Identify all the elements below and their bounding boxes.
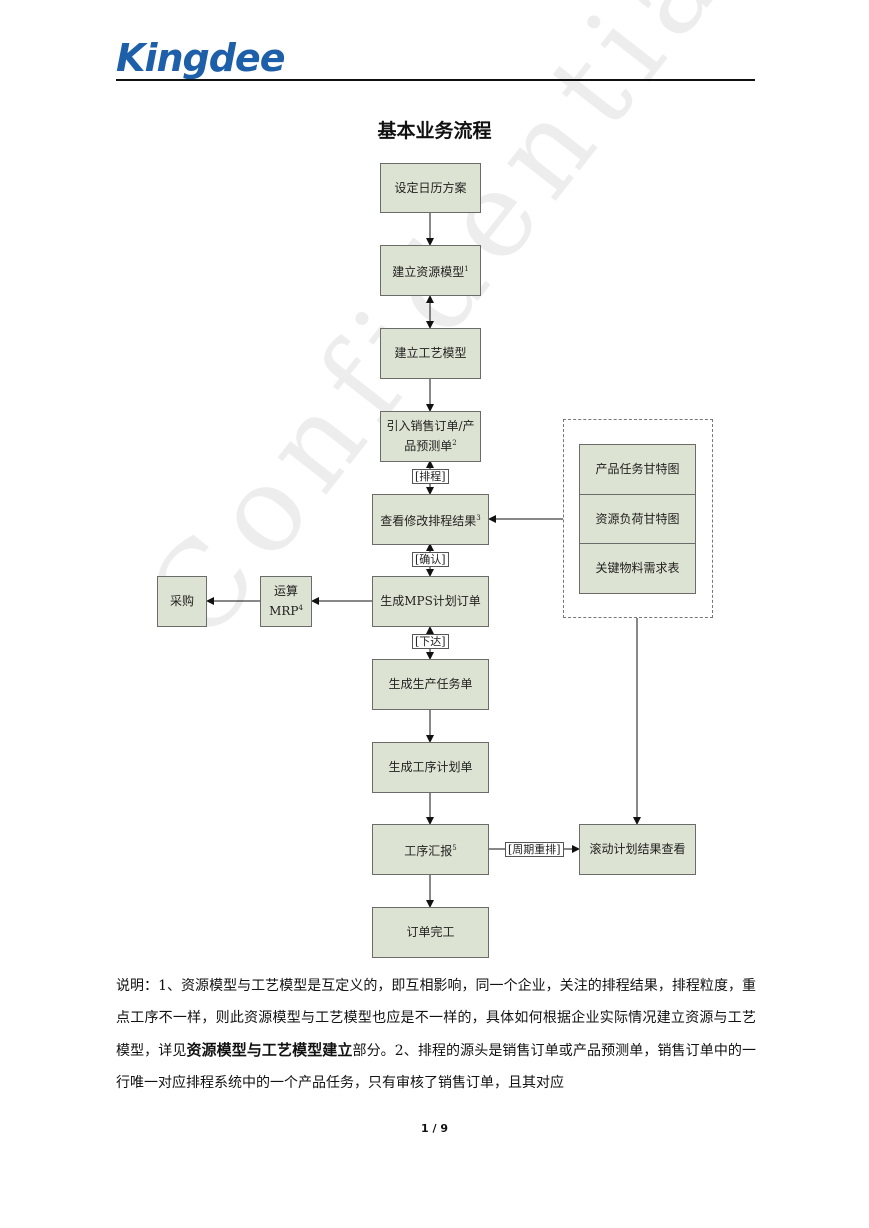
box-gantt-resource: 资源负荷甘特图 [579,494,696,544]
box-gen-op-plan: 生成工序计划单 [372,742,489,793]
box-label-line1: 引入销售订单/产 [386,419,475,433]
page-number: 1 / 9 [421,1122,448,1135]
tag-release: [下达] [412,634,449,649]
box-label: 产品任务甘特图 [595,462,680,476]
box-order-complete: 订单完工 [372,907,489,958]
box-label: 资源负荷甘特图 [595,511,680,526]
box-label: 订单完工 [406,925,455,939]
footnote-marker: 2 [452,439,457,447]
box-label: 关键物料需求表 [595,561,680,575]
body-text-part2: 部分。2、排程的源头是销售订单或产品预测单，销售订单中的一行唯一对应排程系统中的… [116,1043,757,1091]
box-label: 生成生产任务单 [388,677,473,691]
box-label-line2: 品预测单 [404,439,453,453]
tag-reschedule: [周期重排] [505,842,564,857]
box-op-report: 工序汇报5 [372,824,489,875]
box-label: 生成工序计划单 [388,760,473,774]
tag-schedule: [排程] [412,469,449,484]
analysis-group-frame [563,419,713,618]
box-label: 建立工艺模型 [394,346,467,360]
box-label: 设定日历方案 [394,180,467,195]
box-gen-task: 生成生产任务单 [372,659,489,710]
header-rule [116,79,755,81]
box-purchase: 采购 [157,576,207,627]
box-label-line1: 运算 [273,584,298,598]
box-view-schedule: 查看修改排程结果3 [372,494,489,545]
body-text-bold-link: 资源模型与工艺模型建立 [186,1041,353,1059]
box-label: 查看修改排程结果 [380,513,477,528]
box-label: 采购 [169,594,194,608]
box-label: 生成MPS计划订单 [380,594,481,608]
tag-confirm: [确认] [412,552,449,567]
box-label-line2: MRP [269,604,299,618]
footnote-marker: 3 [476,513,481,522]
box-gantt-product: 产品任务甘特图 [579,444,696,495]
box-resource-model: 建立资源模型1 [380,245,481,296]
box-run-mrp: 运算 MRP4 [260,576,312,627]
body-paragraph: 说明：1、资源模型与工艺模型是互定义的，即互相影响，同一个企业，关注的排程结果，… [116,970,756,1099]
footnote-marker: 5 [452,843,457,852]
box-label: 工序汇报 [404,843,453,858]
box-process-model: 建立工艺模型 [380,328,481,379]
box-label: 滚动计划结果查看 [589,842,686,856]
box-set-calendar: 设定日历方案 [380,163,481,213]
box-gen-mps: 生成MPS计划订单 [372,576,489,627]
body-text-part1: 说明：1、资源模型与工艺模型是互定义的，即互相影响，同一个企业，关注的排程结果，… [116,978,756,1059]
page-title: 基本业务流程 [377,120,492,142]
footnote-marker: 1 [464,264,469,273]
kingdee-logo: Kingdee [116,36,285,80]
footnote-marker: 4 [298,604,303,612]
box-rolling-plan: 滚动计划结果查看 [579,824,696,875]
box-import-orders: 引入销售订单/产 品预测单2 [380,411,481,462]
box-key-material: 关键物料需求表 [579,543,696,594]
box-label: 建立资源模型 [392,264,465,279]
